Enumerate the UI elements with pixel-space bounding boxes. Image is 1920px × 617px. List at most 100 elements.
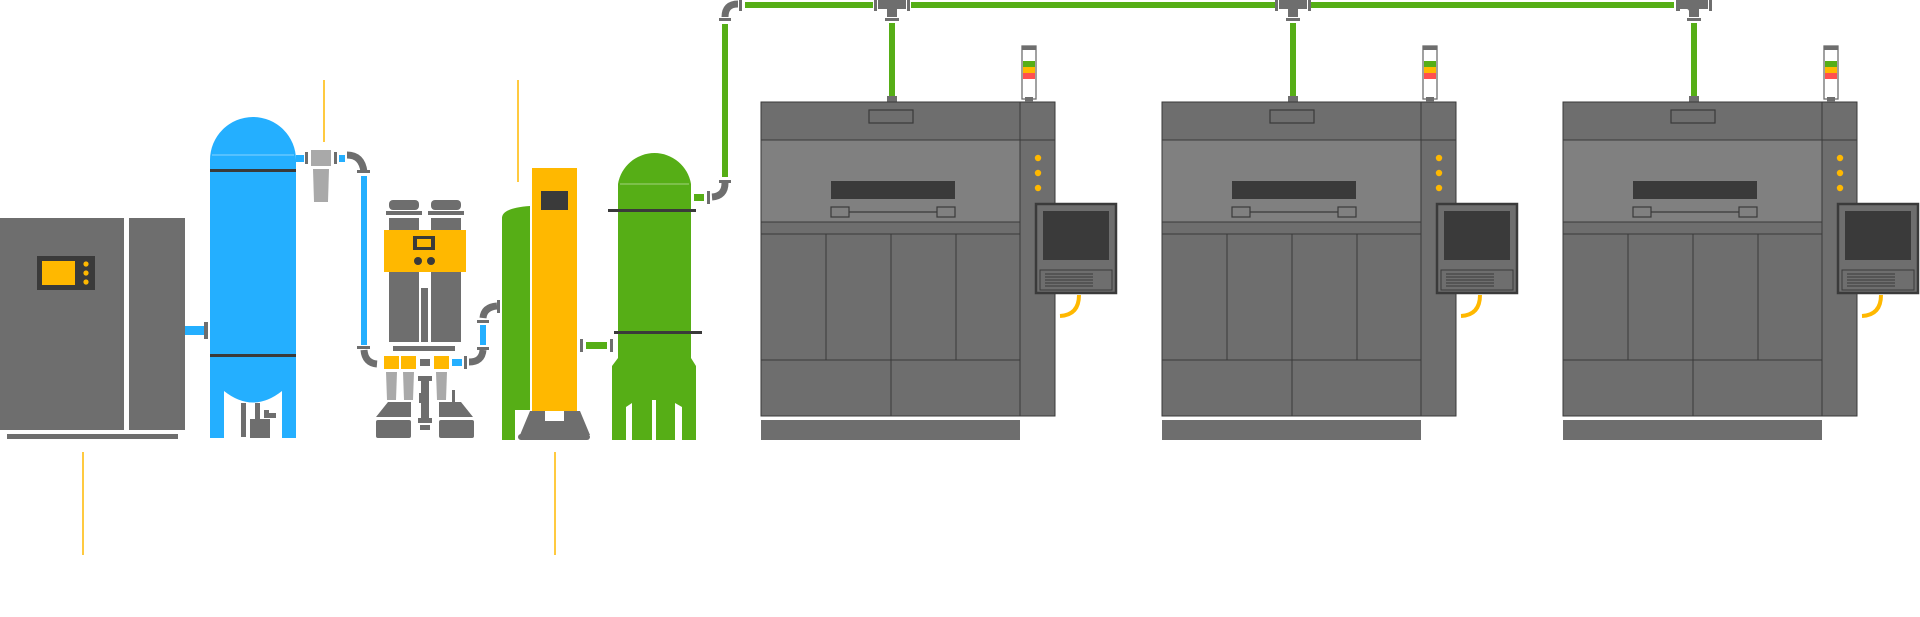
machine-plinth [761, 420, 1020, 440]
header-tee-flange-right [1709, 0, 1712, 11]
header-tee-flange-left [1676, 0, 1679, 11]
status-led [1435, 184, 1443, 192]
signal-light-green [1023, 61, 1035, 67]
dryer-center-stem [421, 380, 429, 418]
header-tee-flange-left [874, 0, 877, 11]
air-compressor [0, 218, 208, 439]
dryer-controller-screen-inner [417, 239, 431, 247]
dryer-center-stem-cap-top [418, 376, 432, 381]
distribution-header [719, 0, 1700, 21]
header-tee-stem [887, 9, 897, 17]
elbow-dryer-out [468, 349, 487, 366]
tank-blue-band-bottom [210, 354, 296, 357]
tank-green-band-top [608, 209, 696, 212]
compressor-outlet-pipe [185, 326, 206, 335]
compressor-indicator-3 [83, 279, 89, 285]
header-tee-stem-flange [1286, 18, 1300, 21]
header-tee [1279, 0, 1307, 9]
signal-tower-mount [1426, 97, 1434, 102]
signal-light-yellow [1023, 67, 1035, 73]
tank-blue-band-top [210, 169, 296, 172]
control-panel-cable [1861, 294, 1883, 318]
header-pipe-3 [1311, 2, 1674, 8]
drop-pipe-coupling [1689, 96, 1699, 102]
tank-green-body [612, 153, 696, 440]
drain-valve-stem [264, 413, 276, 418]
elbow-tank-green-up-flange [719, 180, 731, 183]
machines [760, 0, 1920, 440]
header-tee-flange-right [907, 0, 910, 11]
status-led [1034, 169, 1042, 177]
machine-rail-stop-left [1231, 206, 1251, 218]
dryer-out-flange [464, 356, 467, 369]
dryer-controller-knob-2 [427, 257, 435, 265]
signal-light-red [1825, 73, 1837, 79]
machine-plinth [1563, 420, 1822, 440]
compressor-outlet-flange [204, 322, 208, 339]
dryer-collar-right [428, 211, 464, 215]
generator-out-flange-left [580, 339, 583, 352]
drain-valve-cap [264, 410, 269, 418]
filter-head [311, 150, 331, 166]
elbow-dryer-flange-top [357, 346, 370, 349]
machine-window [831, 181, 955, 199]
generator-base [520, 411, 590, 435]
pre-filter [296, 150, 378, 368]
desiccant-dryer [376, 200, 500, 438]
drop-pipe [1290, 23, 1296, 96]
drop-pipe-coupling [887, 96, 897, 102]
machine-rail-stop-right [1337, 206, 1357, 218]
filter-flange-right [334, 152, 337, 164]
dryer-valve-1 [384, 356, 399, 369]
machine-window [1633, 181, 1757, 199]
dryer-column-left-top [389, 218, 419, 230]
compressor-indicator-2 [83, 270, 89, 276]
dryer-bowl-1 [386, 372, 397, 400]
machine-plinth [1162, 420, 1421, 440]
filter-flange-left [305, 152, 308, 164]
generator-out-flange-right [610, 339, 613, 352]
machine-top-vent [1269, 109, 1315, 124]
machine-1 [760, 0, 1118, 440]
riser-pipe [722, 24, 728, 177]
header-tee [878, 0, 906, 9]
dryer-valve-2 [401, 356, 416, 369]
dryer-foot-left [376, 402, 411, 417]
dryer-column-right-top [431, 218, 461, 230]
machine-rail-stop-left [830, 206, 850, 218]
header-pipe-2 [911, 2, 1275, 8]
signal-tower-cap [1824, 46, 1838, 50]
header-tee-stem-flange [1687, 18, 1701, 21]
dryer-foot-pin-left [419, 393, 422, 403]
dryer-cap-left [389, 200, 419, 210]
signal-light-red [1424, 73, 1436, 79]
dryer-foot-left-base [376, 420, 411, 438]
dryer-foot-right-base [439, 420, 474, 438]
drain-valve-box [250, 419, 270, 438]
header-tee-flange-left [1275, 0, 1278, 11]
tank-green-out-pipe [694, 194, 704, 201]
compressor-display [42, 261, 75, 285]
elbow-dryer-out-flange [477, 347, 489, 350]
air-receiver-tank [210, 117, 296, 438]
generator-screen [541, 191, 568, 210]
control-panel-cable [1059, 294, 1081, 318]
pipe-down-to-dryer [361, 176, 367, 345]
dryer-out-pipe [452, 359, 462, 366]
dryer-cap-right [431, 200, 461, 210]
status-led [1836, 169, 1844, 177]
signal-tower-mount [1827, 97, 1835, 102]
status-led [1034, 154, 1042, 162]
pipe-dryer-up [480, 325, 486, 345]
machine-top-vent [868, 109, 914, 124]
elbow-filter-down [346, 151, 368, 173]
elbow-filter-flange [357, 170, 370, 173]
elbow-tank-green-up [711, 182, 729, 201]
callout-lines [82, 80, 556, 555]
status-led [1836, 154, 1844, 162]
generator-yellow-gap [530, 168, 532, 411]
header-elbow-left-flange [719, 18, 731, 21]
generator-green-column [502, 206, 530, 440]
